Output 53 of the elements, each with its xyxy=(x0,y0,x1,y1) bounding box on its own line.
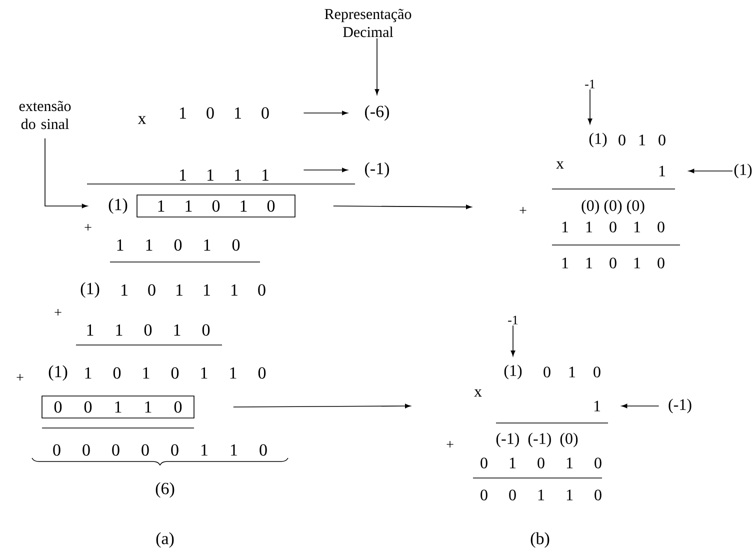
binary-number: 1 1 0 1 0 xyxy=(117,239,240,251)
carry-digit: (1) xyxy=(108,198,128,214)
arrow xyxy=(233,404,411,408)
panel-label: (a) xyxy=(156,532,174,548)
binary-number: 1 1 0 1 0 xyxy=(562,222,664,232)
binary-number: 0 1 0 xyxy=(618,134,666,146)
binary-number: 1 0 1 0 xyxy=(180,107,269,119)
carry-digit: (1) xyxy=(48,365,68,381)
arrow xyxy=(303,110,348,116)
arrow xyxy=(303,168,348,172)
operator-sign: + xyxy=(520,207,526,214)
panel-label: (b) xyxy=(530,532,550,548)
carry-row: (-1) (-1) (0) xyxy=(496,432,578,448)
arrow xyxy=(688,168,733,174)
operator-sign: + xyxy=(446,441,454,448)
carry-digit: (1) xyxy=(504,364,522,380)
arrow xyxy=(588,89,592,124)
weight-label: -1 xyxy=(508,316,518,324)
binary-number: 0 0 0 0 0 1 1 0 xyxy=(53,444,267,456)
boxed-number: 0 0 1 1 0 xyxy=(42,396,194,418)
binary-digit: 1 xyxy=(659,166,666,176)
carry-row: (0) (0) (0) xyxy=(582,200,644,214)
decimal-value: (-6) xyxy=(365,105,389,121)
operator-sign: + xyxy=(54,309,62,316)
binary-digit: 1 xyxy=(594,400,600,412)
carry-digit: (1) xyxy=(80,282,100,298)
binary-number: 1 0 1 1 1 0 xyxy=(122,284,266,296)
arrow xyxy=(622,404,660,408)
operator-sign: + xyxy=(16,374,24,381)
operator-sign: x xyxy=(556,161,564,169)
column-heading: Representação Decimal xyxy=(324,8,412,38)
binary-number: 0 1 0 xyxy=(544,366,600,378)
arrow xyxy=(44,138,88,208)
boxed-number: 1 1 0 1 0 xyxy=(136,194,296,218)
binary-number: 1 1 1 1 xyxy=(180,169,268,181)
binary-number: 1 1 0 1 0 xyxy=(87,324,210,336)
binary-number: 1 0 1 0 1 1 0 xyxy=(85,367,266,379)
decimal-value: (6) xyxy=(156,482,174,498)
decimal-value: (-1) xyxy=(365,162,389,178)
binary-number: 0 0 1 1 0 xyxy=(480,490,602,500)
carry-digit: (1) xyxy=(589,132,607,148)
binary-number: 0 1 0 1 0 xyxy=(480,458,602,468)
operator-sign: + xyxy=(84,224,92,231)
operator-sign: x xyxy=(474,389,482,397)
weight-label: -1 xyxy=(585,80,595,88)
decimal-value: (-1) xyxy=(668,398,692,414)
arrow xyxy=(374,38,380,95)
arrow xyxy=(510,325,516,356)
binary-number: 1 1 0 1 0 xyxy=(562,258,664,268)
arrow xyxy=(333,204,472,210)
operator-sign: x xyxy=(138,116,146,124)
decimal-value: (1) xyxy=(734,164,752,178)
annotation-text: extensão do sinal xyxy=(19,100,71,130)
